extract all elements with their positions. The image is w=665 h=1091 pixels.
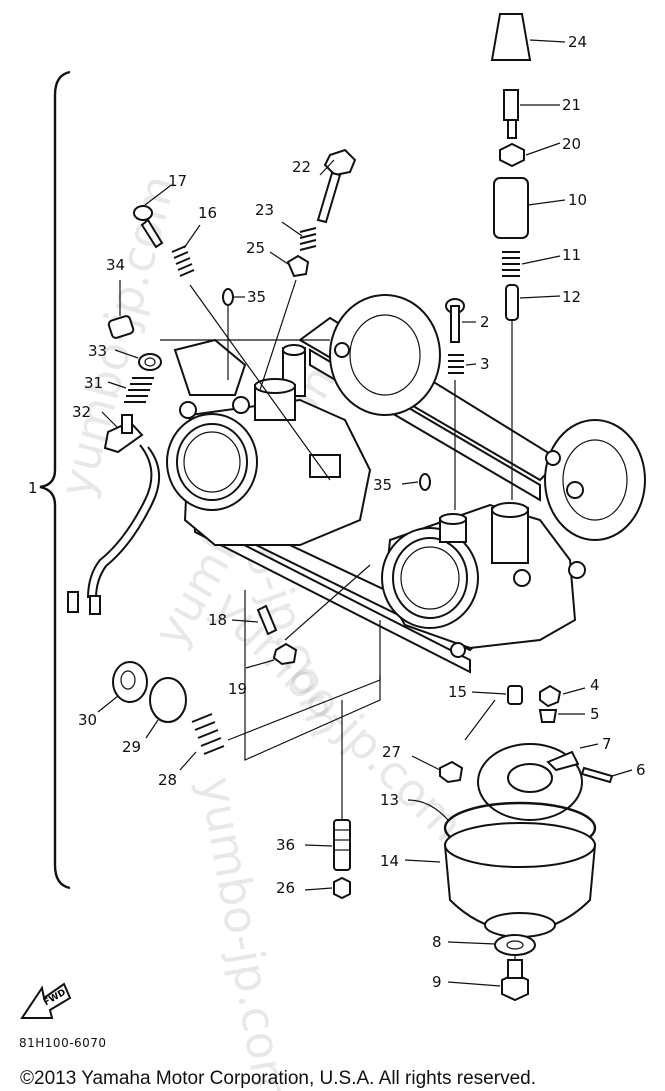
callout-23: 23 [255,201,274,219]
callout-22: 22 [292,158,311,176]
callout-24: 24 [568,33,587,51]
jet-group-left [231,564,371,669]
watermark: yumbo-jp.com [189,773,300,1091]
callout-16: 16 [198,204,217,222]
float-bowl-group [404,684,633,1002]
callout-18: 18 [208,611,227,629]
diagram-part-code: 81H100-6070 [19,1036,107,1050]
callout-35-top: 35 [247,288,266,306]
callout-9: 9 [432,973,442,991]
callout-35-bottom: 35 [373,476,392,494]
front-arrow-icon: FWD [20,982,72,1019]
callout-36: 36 [276,836,295,854]
pilot-screw-group [445,298,477,510]
callout-29: 29 [122,738,141,756]
callout-17: 17 [168,172,187,190]
carburetor-body [166,294,646,674]
callout-1: 1 [28,479,38,497]
callout-30: 30 [78,711,97,729]
callout-6: 6 [636,761,646,779]
callout-2: 2 [480,313,490,331]
callout-11: 11 [562,246,581,264]
callout-33: 33 [88,342,107,360]
callout-32: 32 [72,403,91,421]
choke-plunger-group [101,280,330,429]
o-ring-35-lower [419,473,431,491]
exploded-parts-top [490,13,566,500]
callout-10: 10 [568,191,587,209]
assembly-bracket [39,70,71,890]
callout-34: 34 [106,256,125,274]
copyright-notice: ©2013 Yamaha Motor Corporation, U.S.A. A… [20,1068,536,1089]
throttle-cable-assembly [67,414,161,615]
callout-31: 31 [84,374,103,392]
callout-15: 15 [448,683,467,701]
callout-4: 4 [590,676,600,694]
callout-20: 20 [562,135,581,153]
jet-group-bottom [304,685,523,900]
assembly-outline [244,590,381,761]
callout-8: 8 [432,933,442,951]
callout-19: 19 [228,680,247,698]
callout-5: 5 [590,705,600,723]
callout-28: 28 [158,771,177,789]
callout-21: 21 [562,96,581,114]
callout-14: 14 [380,852,399,870]
callout-12: 12 [562,288,581,306]
throttle-stop-group [259,148,357,391]
callout-25: 25 [246,239,265,257]
callout-7: 7 [602,735,612,753]
callout-13: 13 [380,791,399,809]
callout-labels: 24 21 20 10 11 12 2 3 22 23 25 17 16 35 … [72,33,646,991]
callout-3: 3 [480,355,490,373]
callout-26: 26 [276,879,295,897]
o-ring-35 [222,288,234,306]
screw-spring-left [133,185,331,481]
callout-27: 27 [382,743,401,761]
